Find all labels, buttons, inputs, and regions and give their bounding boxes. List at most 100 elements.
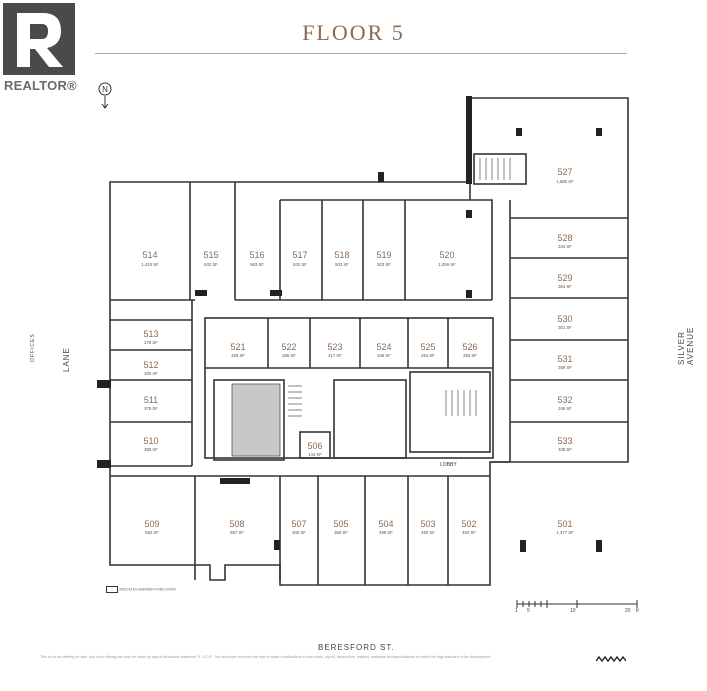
unit-531-area: 369 SF [558, 365, 572, 370]
unit-526-number: 526 [462, 342, 477, 352]
unit-510-number: 510 [143, 436, 158, 446]
unit-525-number: 525 [420, 342, 435, 352]
unit-520-number: 520 [439, 250, 454, 260]
unit-519-area: 503 SF [377, 262, 391, 267]
scale-label: 1 [515, 608, 518, 614]
scale-label: ft [636, 608, 639, 614]
street-label-left: LANE [62, 347, 71, 372]
unit-513-area: 278 SF [144, 340, 158, 345]
unit-508-area: 697 SF [230, 530, 244, 535]
washrooms [333, 379, 407, 459]
unit-525-area: 254 SF [421, 353, 435, 358]
elevator-core [213, 379, 285, 461]
column [195, 290, 207, 296]
unit-529-area: 364 SF [558, 284, 572, 289]
unit-512-area: 320 SF [144, 371, 158, 376]
unit-524-number: 524 [376, 342, 391, 352]
scale-label: 20 [625, 608, 631, 614]
unit-516-number: 516 [249, 250, 264, 260]
realtor-logo-text: REALTOR® [4, 78, 77, 93]
column [378, 172, 384, 182]
unit-509-area: 582 SF [145, 530, 159, 535]
unit-502-number: 502 [461, 519, 476, 529]
svg-text:N: N [102, 85, 108, 94]
scale-label: 5 [527, 608, 530, 614]
unit-516-area: 683 SF [250, 262, 264, 267]
unit-518-area: 503 SF [335, 262, 349, 267]
column [274, 540, 280, 550]
unit-514-area: 1,410 SF [141, 262, 159, 267]
unit-513-number: 513 [143, 329, 158, 339]
unit-515-number: 515 [203, 250, 218, 260]
unit-523-area: 317 SF [328, 353, 342, 358]
wall [299, 431, 331, 459]
unit-524-area: 346 SF [377, 353, 391, 358]
unit-517-number: 517 [292, 250, 307, 260]
elevator-room [231, 383, 281, 457]
disclaimer-text: This is not an offering for sale. Any su… [40, 655, 492, 659]
unit-522-area: 286 SF [282, 353, 296, 358]
unit-506-number: 506 [307, 441, 322, 451]
unit-520-area: 1,059 SF [438, 262, 456, 267]
developer-mark-icon [596, 656, 626, 662]
column [596, 128, 602, 136]
door-legend: INDICATES BARRIER-FREE DOOR [106, 586, 176, 593]
unit-528-area: 334 SF [558, 244, 572, 249]
lobby-label: LOBBY [440, 462, 457, 468]
unit-530-area: 301 SF [558, 325, 572, 330]
unit-529-number: 529 [557, 273, 572, 283]
unit-531-number: 531 [557, 354, 572, 364]
unit-505-area: 356 SF [334, 530, 348, 535]
unit-506-area: 144 SF [308, 452, 322, 457]
door-legend-icon [106, 586, 118, 593]
unit-503-area: 480 SF [421, 530, 435, 535]
column [466, 210, 472, 218]
unit-515-area: 632 SF [204, 262, 218, 267]
unit-507-area: 405 SF [292, 530, 306, 535]
unit-528-number: 528 [557, 233, 572, 243]
unit-509-number: 509 [144, 519, 159, 529]
unit-522-number: 522 [281, 342, 296, 352]
unit-508-number: 508 [229, 519, 244, 529]
realtor-logo: REALTOR® [0, 0, 88, 100]
column [270, 290, 282, 296]
unit-527-number: 527 [557, 167, 572, 177]
unit-507-number: 507 [291, 519, 306, 529]
wall-thick [220, 478, 250, 484]
unit-503-number: 503 [420, 519, 435, 529]
wall [280, 199, 493, 300]
column [596, 540, 602, 552]
stair [473, 153, 527, 185]
unit-527-area: 1,685 SF [556, 179, 574, 184]
unit-505-number: 505 [333, 519, 348, 529]
unit-532-area: 346 SF [558, 406, 572, 411]
unit-510-area: 398 SF [144, 447, 158, 452]
column [520, 540, 526, 552]
unit-514-number: 514 [142, 250, 157, 260]
realtor-logo-mark [3, 3, 75, 75]
page-title: FLOOR 5 [302, 20, 405, 45]
unit-511-number: 511 [144, 395, 158, 405]
column [97, 460, 111, 468]
unit-517-area: 532 SF [293, 262, 307, 267]
unit-501-area: 1,377 SF [556, 530, 574, 535]
unit-512-number: 512 [143, 360, 158, 370]
north-arrow-icon: N [98, 82, 112, 109]
street-label-left-small: OFFICES [30, 333, 36, 362]
column [97, 380, 111, 388]
street-label-right: SILVER AVENUE [677, 326, 695, 365]
outer-wall [109, 97, 629, 586]
unit-519-number: 519 [376, 250, 391, 260]
scale-bar: 1 5 10 20 ft [515, 597, 645, 625]
door-legend-text: INDICATES BARRIER-FREE DOOR [118, 587, 176, 592]
unit-504-area: 498 SF [379, 530, 393, 535]
title-divider [95, 53, 627, 54]
unit-533-number: 533 [557, 436, 572, 446]
unit-532-number: 532 [557, 395, 572, 405]
column [466, 290, 472, 298]
unit-521-number: 521 [230, 342, 245, 352]
unit-526-area: 255 SF [463, 353, 477, 358]
street-label-bottom: BERESFORD ST. [318, 643, 395, 652]
unit-523-number: 523 [327, 342, 342, 352]
